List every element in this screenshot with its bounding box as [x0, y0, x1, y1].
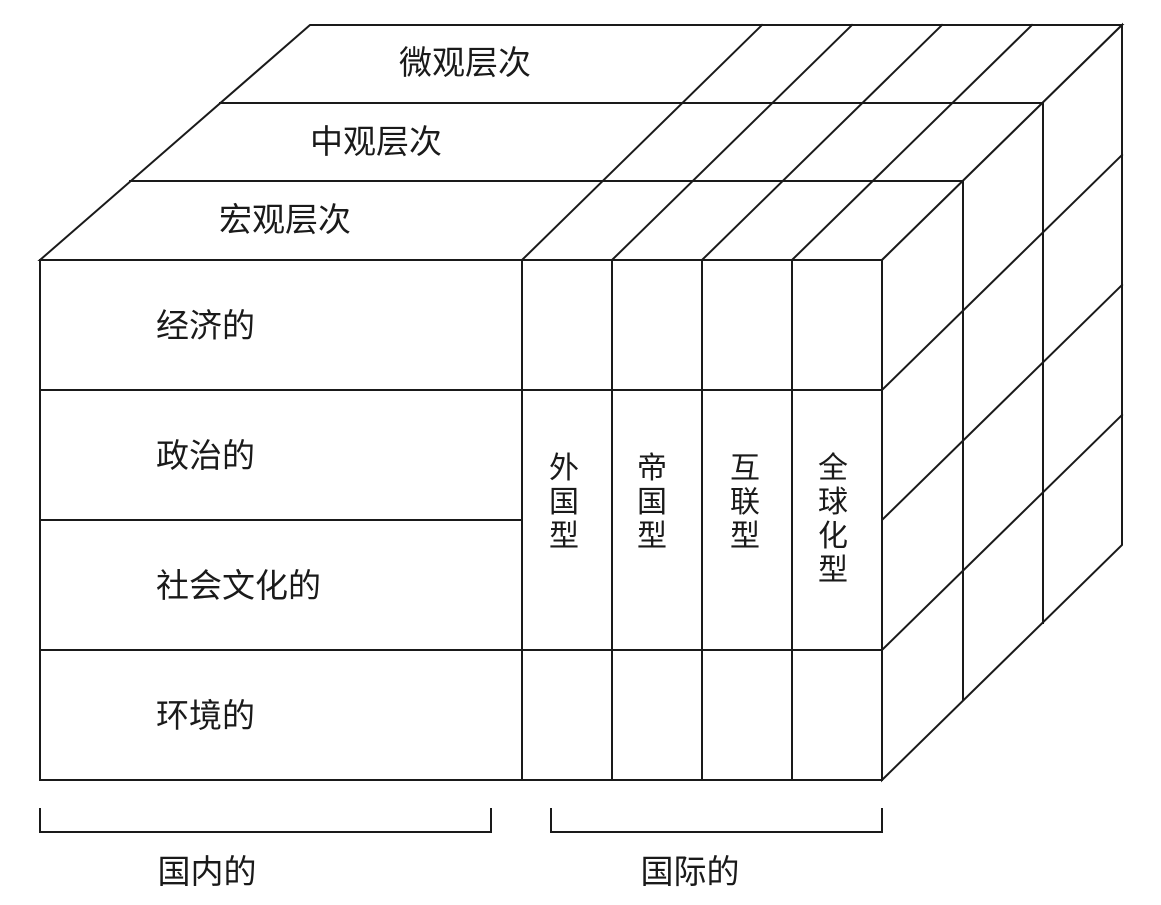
type-label-2: 帝 国 型: [637, 451, 667, 554]
type-label-1-char-1: 外: [549, 451, 579, 486]
bracket-domestic: [39, 808, 492, 833]
top-col-edge-1: [520, 23, 764, 262]
top-col-edge-3: [700, 23, 944, 262]
type-label-4-char-4: 型: [818, 553, 848, 588]
type-label-2-char-3: 型: [637, 519, 667, 554]
top-col-edge-2: [610, 23, 854, 262]
type-label-3-char-2: 联: [730, 485, 760, 520]
bracket-label-domestic: 国内的: [158, 852, 257, 891]
right-row-edge-2: [880, 283, 1124, 522]
front-face: [39, 259, 883, 781]
type-label-4-char-3: 化: [818, 519, 848, 554]
type-label-2-char-1: 帝: [637, 451, 667, 486]
type-label-4-char-1: 全: [818, 451, 848, 486]
type-label-3: 互 联 型: [730, 451, 760, 554]
bracket-international: [550, 808, 883, 833]
domain-label-environmental: 环境的: [156, 696, 255, 735]
type-label-2-char-2: 国: [637, 485, 667, 520]
level-label-micro: 微观层次: [399, 43, 531, 82]
right-row-edge-1: [880, 153, 1124, 392]
domain-label-sociocultural: 社会文化的: [156, 566, 321, 605]
type-label-4-char-2: 球: [818, 485, 848, 520]
type-label-1-char-2: 国: [549, 485, 579, 520]
type-label-3-char-1: 互: [730, 451, 760, 486]
domain-label-political: 政治的: [156, 436, 255, 475]
domain-label-economic: 经济的: [156, 306, 255, 345]
top-col-edge-4: [790, 23, 1034, 262]
type-label-3-char-3: 型: [730, 519, 760, 554]
type-label-1-char-3: 型: [549, 519, 579, 554]
bracket-label-international: 国际的: [641, 852, 740, 891]
type-label-1: 外 国 型: [549, 451, 579, 554]
level-label-macro: 宏观层次: [219, 200, 351, 239]
type-label-4: 全 球 化 型: [818, 451, 848, 588]
level-label-meso: 中观层次: [310, 122, 442, 161]
right-row-edge-3: [880, 413, 1124, 652]
